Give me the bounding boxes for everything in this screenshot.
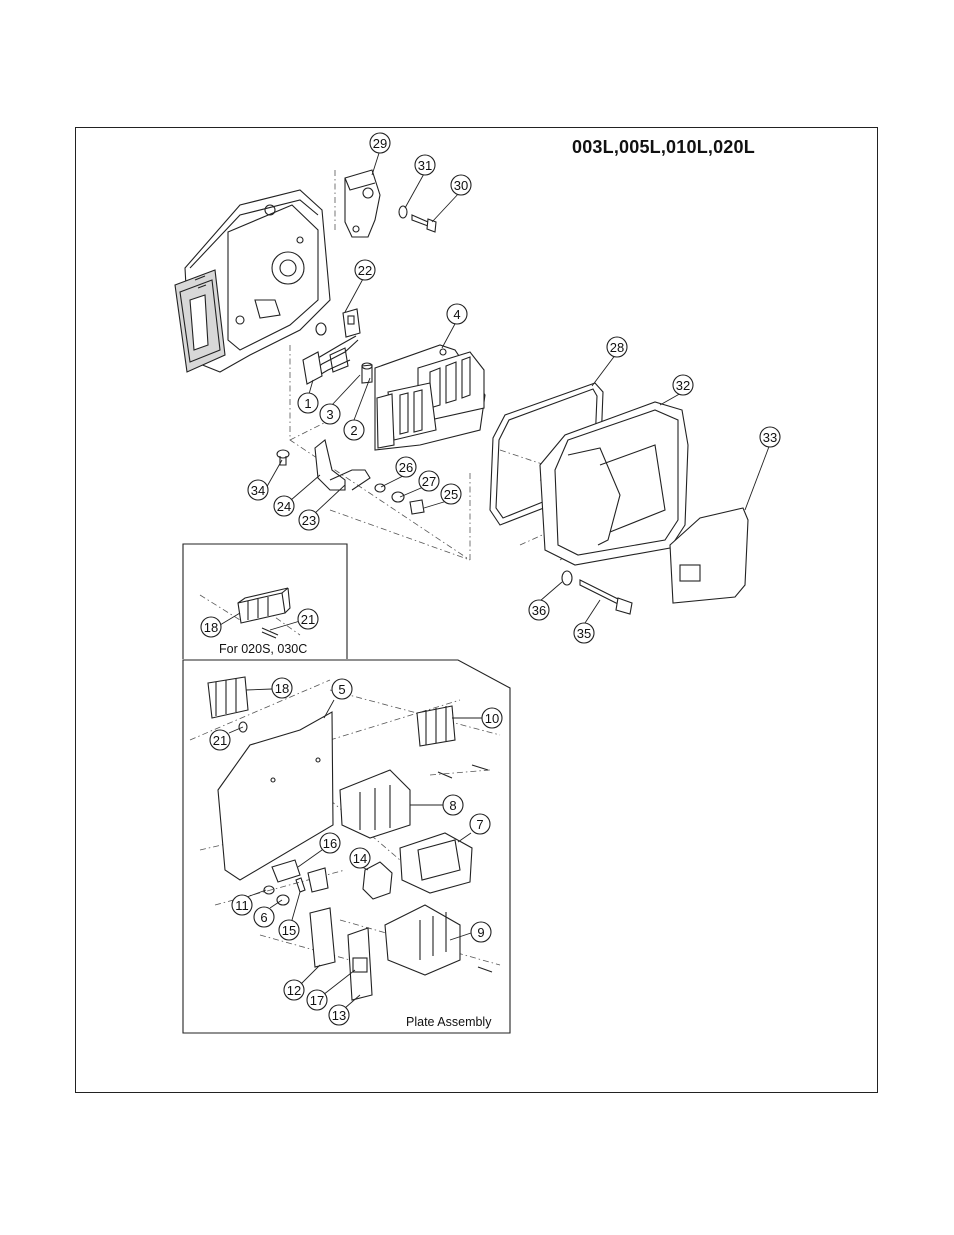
callout-3: 3 (319, 403, 341, 425)
callout-17: 17 (306, 989, 328, 1011)
svg-text:7: 7 (476, 817, 483, 832)
svg-text:6: 6 (260, 910, 267, 925)
callout-36: 36 (528, 599, 550, 621)
model-title: 003L,005L,010L,020L (572, 137, 755, 157)
part-4-control-panel (374, 344, 486, 451)
callout-5: 5 (331, 678, 353, 700)
part-2-3-screw (361, 362, 373, 384)
svg-text:27: 27 (422, 474, 436, 489)
callout-27: 27 (418, 470, 440, 492)
svg-text:14: 14 (353, 851, 367, 866)
part-33-label-plate (669, 507, 749, 604)
svg-text:11: 11 (235, 898, 249, 913)
callout-21-inset-top: 21 (297, 608, 319, 630)
svg-text:18: 18 (275, 681, 289, 696)
part-32-cover (539, 401, 689, 566)
callout-33: 33 (759, 426, 781, 448)
svg-text:29: 29 (373, 136, 387, 151)
svg-text:10: 10 (485, 711, 499, 726)
part-30-31-screw-washer (398, 205, 437, 233)
svg-text:21: 21 (301, 612, 315, 627)
svg-text:26: 26 (399, 460, 413, 475)
callout-25: 25 (440, 483, 462, 505)
callout-24: 24 (273, 495, 295, 517)
part-22-switch (315, 308, 361, 338)
callout-26: 26 (395, 456, 417, 478)
svg-text:36: 36 (532, 603, 546, 618)
callout-8: 8 (442, 794, 464, 816)
part-1-wire-harness (302, 335, 359, 385)
callout-6: 6 (253, 906, 275, 928)
callout-30: 30 (450, 174, 472, 196)
svg-text:30: 30 (454, 178, 468, 193)
part-23-24-bracket (314, 439, 371, 491)
svg-text:15: 15 (282, 923, 296, 938)
inset-020s-030c: For 020S, 030C (182, 543, 348, 659)
part-29-cable-clamp (344, 169, 381, 238)
part-35-36-bolt-washer (561, 570, 633, 615)
svg-text:16: 16 (323, 836, 337, 851)
callout-12: 12 (283, 979, 305, 1001)
plate-assembly-parts (207, 676, 493, 1001)
callout-31: 31 (414, 154, 436, 176)
svg-text:33: 33 (763, 430, 777, 445)
svg-text:1: 1 (304, 396, 311, 411)
callout-16: 16 (319, 832, 341, 854)
inset-top-caption: For 020S, 030C (219, 642, 307, 656)
callout-18-inset-top: 18 (200, 616, 222, 638)
svg-text:25: 25 (444, 487, 458, 502)
callout-28: 28 (606, 336, 628, 358)
inset-top-terminal-block (237, 587, 291, 639)
inset-plate-assembly: Plate Assembly (182, 659, 511, 1034)
motor-housing (174, 189, 331, 373)
svg-text:4: 4 (453, 307, 460, 322)
callout-leader-lines (219, 149, 771, 1009)
callout-2: 2 (343, 419, 365, 441)
callout-4: 4 (446, 303, 468, 325)
callout-18-plate: 18 (271, 677, 293, 699)
svg-text:21: 21 (213, 733, 227, 748)
svg-text:22: 22 (358, 263, 372, 278)
svg-text:18: 18 (204, 620, 218, 635)
svg-text:32: 32 (676, 378, 690, 393)
svg-text:17: 17 (310, 993, 324, 1008)
svg-text:5: 5 (338, 682, 345, 697)
svg-text:13: 13 (332, 1008, 346, 1023)
callout-23: 23 (298, 509, 320, 531)
callout-34: 34 (247, 479, 269, 501)
svg-text:34: 34 (251, 483, 265, 498)
callout-32: 32 (672, 374, 694, 396)
svg-text:12: 12 (287, 983, 301, 998)
part-34-screw (276, 449, 290, 466)
drawing-frame (75, 127, 878, 1093)
callout-7: 7 (469, 813, 491, 835)
callout-13: 13 (328, 1004, 350, 1026)
svg-text:9: 9 (477, 925, 484, 940)
callout-22: 22 (354, 259, 376, 281)
svg-text:31: 31 (418, 158, 432, 173)
callout-9: 9 (470, 921, 492, 943)
svg-text:28: 28 (610, 340, 624, 355)
callout-35: 35 (573, 622, 595, 644)
part-25-26-27-hardware (374, 483, 425, 515)
callout-29: 29 (369, 132, 391, 154)
callout-10: 10 (481, 707, 503, 729)
callout-15: 15 (278, 919, 300, 941)
callout-bubbles: 29 31 30 22 4 28 32 33 1 3 2 26 27 25 34… (200, 132, 781, 1026)
svg-text:8: 8 (449, 798, 456, 813)
callout-11: 11 (231, 894, 253, 916)
svg-text:3: 3 (326, 407, 333, 422)
svg-text:23: 23 (302, 513, 316, 528)
svg-text:35: 35 (577, 626, 591, 641)
svg-text:2: 2 (350, 423, 357, 438)
callout-14: 14 (349, 847, 371, 869)
callout-1: 1 (297, 392, 319, 414)
callout-21-plate: 21 (209, 729, 231, 751)
svg-text:24: 24 (277, 499, 291, 514)
inset-bottom-caption: Plate Assembly (406, 1015, 492, 1029)
